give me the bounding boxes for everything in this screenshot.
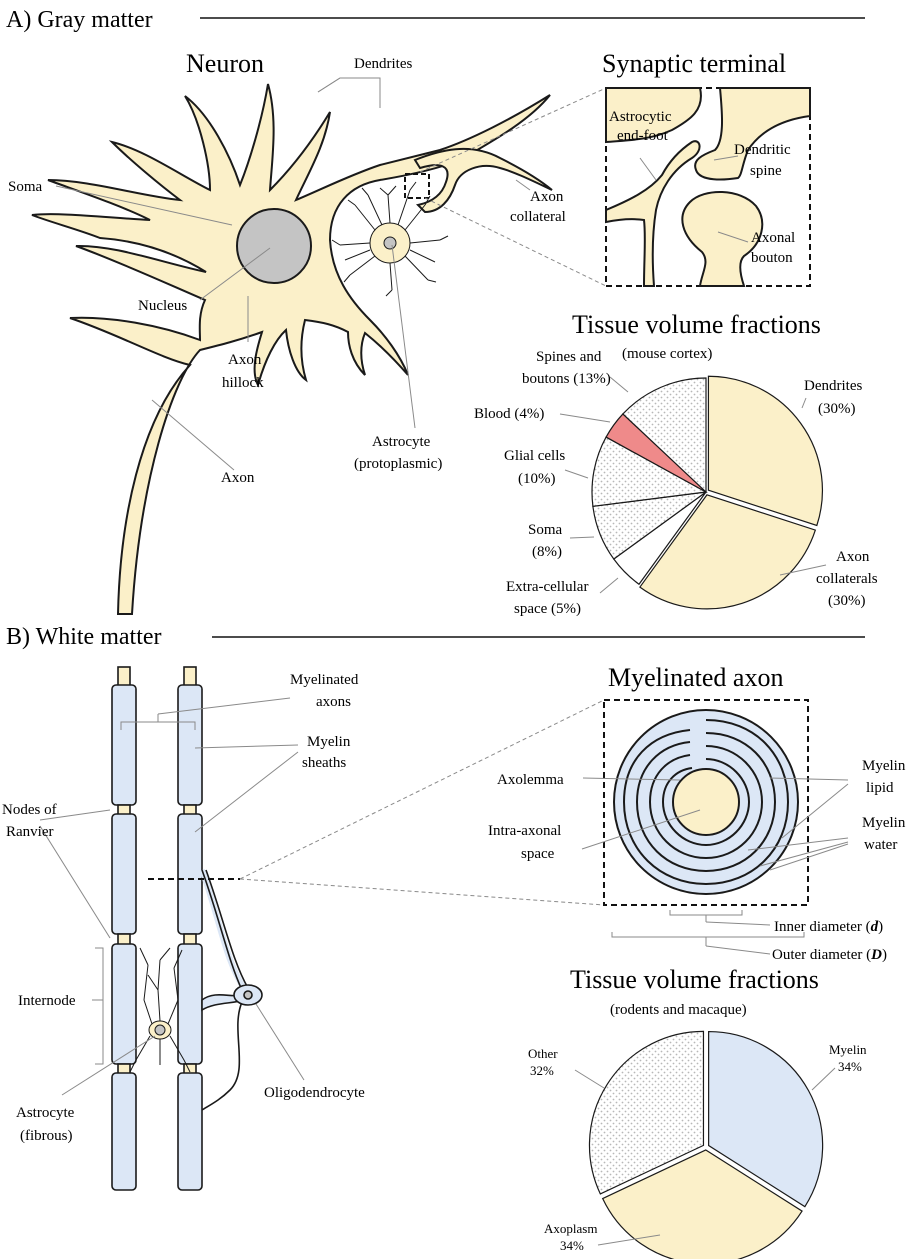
label-astrocyte-line2: (protoplasmic) [354, 456, 442, 472]
pie-a-label-dendrites-1: Dendrites [804, 378, 862, 394]
label-myelin-sheaths-2: sheaths [302, 755, 346, 771]
oligodendrocyte [202, 870, 262, 1110]
label-nucleus: Nucleus [138, 298, 187, 314]
label-axon-collateral-line2: collateral [510, 209, 566, 225]
label-oligodendrocyte: Oligodendrocyte [264, 1085, 365, 1101]
outer-diameter-close: ) [882, 947, 887, 963]
label-internode: Internode [18, 993, 76, 1009]
label-dendritic-spine-line2: spine [750, 163, 782, 179]
pie-a-label-axoncoll-3: (30%) [828, 593, 866, 609]
pie-a-label-soma-2: (8%) [532, 544, 562, 560]
label-astrocytic-endfoot-line2: end-foot [617, 128, 669, 144]
label-nodes-2: Ranvier [6, 824, 53, 840]
myelin-spiral-inset [604, 700, 808, 905]
label-axolemma: Axolemma [497, 772, 564, 788]
fiber-leader-lines [40, 698, 304, 1095]
neuron-nucleus-shape [237, 209, 311, 283]
section-title-gray-matter: A) Gray matter [6, 7, 153, 33]
label-myelinated-axons-1: Myelinated [290, 672, 359, 688]
zoom-line-top-a [420, 88, 606, 172]
myelinated-axon-title: Myelinated axon [608, 663, 783, 692]
pie-a-label-spines-1: Spines and [536, 349, 602, 365]
pie-a-label-extra-2: space (5%) [514, 601, 581, 617]
myelinated-fibers [112, 667, 202, 1190]
label-axon: Axon [221, 470, 255, 486]
pie-b-label-myelin-2: 34% [838, 1059, 862, 1074]
label-astrocyte-fibrous-1: Astrocyte [16, 1105, 75, 1121]
pie-a-label-axoncoll-2: collaterals [816, 571, 878, 587]
protoplasmic-astrocyte [332, 182, 448, 296]
label-axonal-bouton-line1: Axonal [751, 230, 795, 246]
label-soma: Soma [8, 179, 43, 195]
pie-a-label-glial-1: Glial cells [504, 448, 565, 464]
pie-a-label-dendrites-2: (30%) [818, 401, 856, 417]
label-myelin-water-2: water [864, 837, 897, 853]
outer-diameter-text: Outer diameter ( [772, 947, 871, 963]
pie-a-label-blood: Blood (4%) [474, 406, 544, 422]
synaptic-terminal-title: Synaptic terminal [602, 49, 786, 78]
label-myelinated-axons-2: axons [316, 694, 351, 710]
outer-diameter-symbol: D [870, 947, 882, 963]
pie-b-label-myelin-1: Myelin [829, 1042, 867, 1057]
neuron-title: Neuron [186, 49, 264, 78]
pie-b-label-axoplasm-2: 34% [560, 1238, 584, 1253]
label-astrocyte-fibrous-2: (fibrous) [20, 1128, 73, 1144]
pie-a-label-glial-2: (10%) [518, 471, 556, 487]
pie-b-label-other-2: 32% [530, 1063, 554, 1078]
label-intra-axonal-1: Intra-axonal [488, 823, 561, 839]
pie-b-label-other-1: Other [528, 1046, 558, 1061]
label-astrocyte-line1: Astrocyte [372, 434, 431, 450]
label-myelin-lipid-1: Myelin [862, 758, 906, 774]
inner-diameter-text: Inner diameter ( [774, 919, 871, 935]
pie-a-label-soma-1: Soma [528, 522, 563, 538]
pie-b-title: Tissue volume fractions [570, 965, 819, 994]
label-astrocytic-endfoot-line1: Astrocytic [609, 109, 672, 125]
zoom-line-bottom-b [240, 879, 604, 905]
pie-a-title: Tissue volume fractions [572, 310, 821, 339]
label-axonal-bouton-line2: bouton [751, 250, 793, 266]
pie-a-subtitle: (mouse cortex) [622, 346, 712, 362]
pie-b-subtitle: (rodents and macaque) [610, 1002, 747, 1018]
pie-a-label-extra-1: Extra-cellular [506, 579, 588, 595]
label-myelin-sheaths-1: Myelin [307, 734, 351, 750]
neuron-illustration [32, 84, 552, 614]
label-axon-hillock-line1: Axon [228, 352, 262, 368]
section-title-white-matter: B) White matter [6, 624, 162, 650]
label-intra-axonal-2: space [521, 846, 555, 862]
label-axon-collateral-line1: Axon [530, 189, 564, 205]
pie-a-label-axoncoll-1: Axon [836, 549, 870, 565]
label-axon-hillock-line2: hillock [222, 375, 264, 391]
label-dendritic-spine-line1: Dendritic [734, 142, 791, 158]
pie-b-label-axoplasm-1: Axoplasm [544, 1221, 597, 1236]
label-nodes-1: Nodes of [2, 802, 57, 818]
inner-diameter-close: ) [878, 919, 883, 935]
label-myelin-lipid-2: lipid [866, 780, 894, 796]
label-myelin-water-1: Myelin [862, 815, 906, 831]
label-dendrites: Dendrites [354, 56, 412, 72]
label-inner-diameter: Inner diameter (d) [774, 919, 883, 935]
pie-a-slices [592, 376, 822, 609]
pie-a-label-spines-2: boutons (13%) [522, 371, 611, 387]
label-outer-diameter: Outer diameter (D) [772, 947, 887, 963]
pie-b-slices [589, 1031, 822, 1259]
